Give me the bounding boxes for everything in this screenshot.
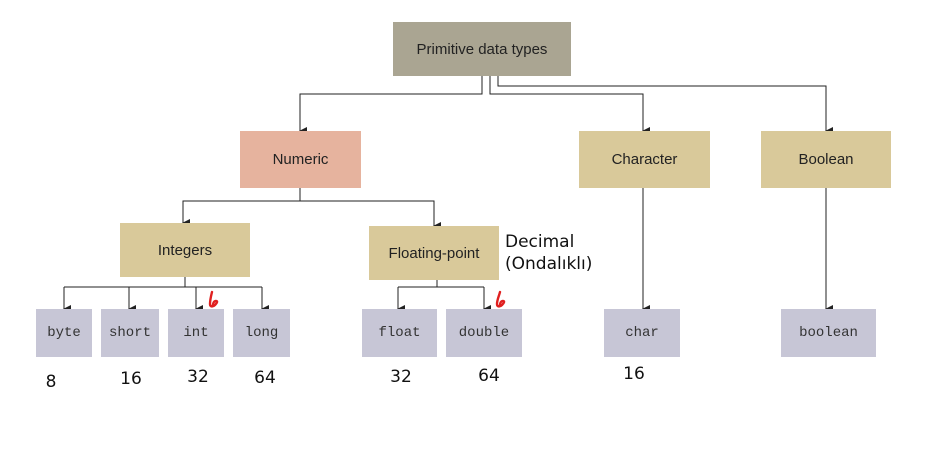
size-label-long: 64 [254,368,276,388]
connector-root-boolean [497,76,833,135]
red-check-mark-icon [495,290,506,308]
type-box-label: char [625,325,659,341]
node-floating-point-label: Floating-point [388,244,480,262]
node-boolean: Boolean [761,131,891,188]
type-box-label: long [244,325,279,341]
node-integers: Integers [120,223,250,277]
node-boolean-label: Boolean [798,151,854,168]
type-box-float: float [362,309,437,357]
connector-numeric-floating [300,200,441,230]
node-character-label: Character [611,151,678,168]
node-integers-label: Integers [157,241,213,259]
type-box-double: double [446,309,522,357]
connector-root-character [489,76,650,135]
size-label-byte: 8 [45,372,57,392]
node-floating-point: Floating-point [369,226,499,280]
connector-numeric-integers [182,200,300,227]
decimal-annotation-line2: (Ondalıklı) [505,254,593,274]
type-box-label: double [458,325,510,341]
type-box-char: char [604,309,680,357]
node-numeric-label: Numeric [272,151,329,168]
type-box-label: short [108,325,151,341]
size-label-double: 64 [478,366,500,386]
node-numeric: Numeric [240,131,361,188]
type-box-label: byte [47,325,81,341]
type-box-long: long [233,309,290,357]
red-check-mark-icon [208,290,219,308]
type-box-boolean: boolean [781,309,876,357]
connector-integers-bus [64,277,262,288]
decimal-annotation: Decimal (Ondalıklı) [505,231,592,275]
type-box-int: int [168,309,224,357]
type-box-label: float [378,325,421,341]
connector-floating-bus [398,280,484,288]
type-box-label: int [183,325,209,341]
type-box-short: short [101,309,159,357]
size-label-short: 16 [120,369,142,389]
connector-root-numeric [299,76,483,135]
decimal-annotation-line1: Decimal [505,232,575,252]
size-label-char: 16 [623,364,645,384]
root-node-primitive-data-types: Primitive data types [393,22,571,76]
size-label-float: 32 [390,367,412,387]
type-box-byte: byte [36,309,92,357]
type-box-label: boolean [799,325,858,341]
node-character: Character [579,131,710,188]
size-label-int: 32 [187,367,209,387]
root-node-label: Primitive data types [416,40,548,58]
